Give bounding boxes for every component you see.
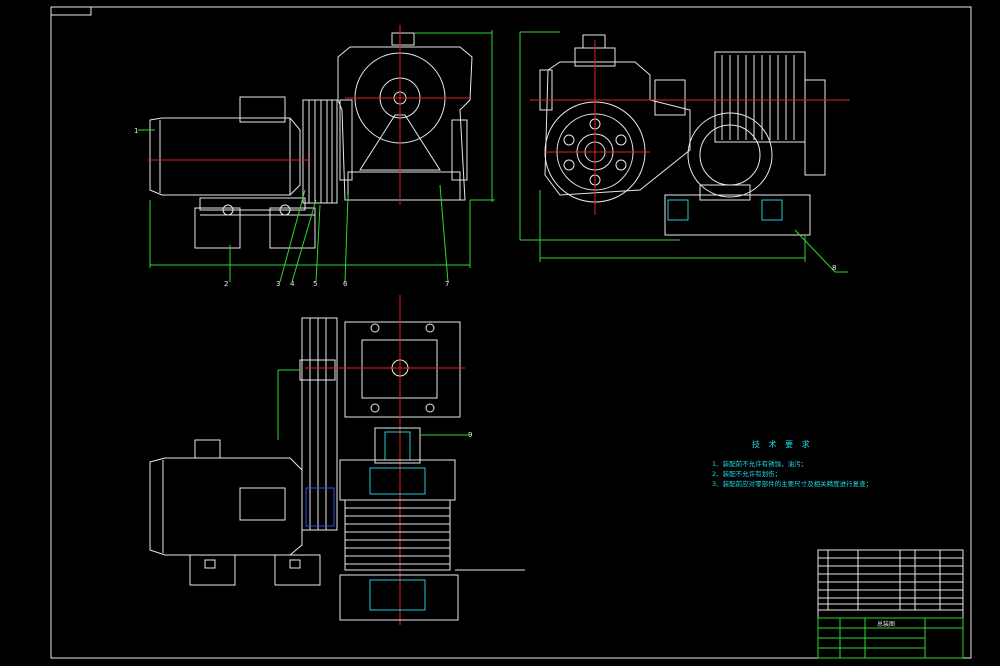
pulley-front bbox=[302, 99, 338, 204]
sheet-border bbox=[50, 6, 972, 659]
coupling-top: 9 bbox=[374, 427, 472, 464]
top-view: 9 bbox=[149, 295, 525, 625]
requirements-title: 技 术 要 求 bbox=[752, 439, 813, 449]
requirement-item: 3、装配前应对零部件的主要尺寸及相关精度进行复查； bbox=[712, 479, 872, 488]
base-side bbox=[664, 184, 811, 236]
requirement-item: 2、装配不允许有划伤； bbox=[712, 469, 781, 478]
front-view: 1 2 3 4 5 6 7 bbox=[134, 25, 495, 288]
part-label: 8 bbox=[832, 264, 836, 272]
gearbox-front bbox=[337, 32, 473, 201]
belt-drive-top bbox=[277, 317, 338, 531]
part-label: 2 bbox=[224, 280, 228, 288]
drum-side bbox=[687, 51, 826, 198]
gearbox-side bbox=[539, 34, 691, 203]
part-label: 6 bbox=[343, 280, 348, 288]
front-dimensions bbox=[138, 30, 495, 283]
front-part-labels: 1 2 3 4 5 6 7 bbox=[134, 127, 449, 288]
part-label: 9 bbox=[468, 431, 472, 439]
part-label: 3 bbox=[276, 280, 280, 288]
title-block: 总装图 bbox=[817, 549, 964, 659]
motor-top bbox=[149, 439, 321, 586]
part-label: 7 bbox=[445, 280, 449, 288]
part-label: 5 bbox=[313, 280, 317, 288]
drawing-name: 总装图 bbox=[877, 620, 895, 628]
part-label: 4 bbox=[290, 280, 295, 288]
technical-requirements: 技 术 要 求 1、装配前不允许有锈蚀，油污； 2、装配不允许有划伤； 3、装配… bbox=[712, 439, 872, 488]
motor-front bbox=[149, 96, 316, 249]
requirement-item: 1、装配前不允许有锈蚀，油污； bbox=[712, 459, 807, 468]
side-centerlines bbox=[530, 40, 850, 215]
front-centerlines bbox=[148, 25, 470, 205]
side-dimensions bbox=[519, 31, 848, 273]
part-label: 1 bbox=[134, 127, 138, 135]
drum-top bbox=[339, 459, 525, 621]
side-view: 8 bbox=[519, 31, 850, 273]
